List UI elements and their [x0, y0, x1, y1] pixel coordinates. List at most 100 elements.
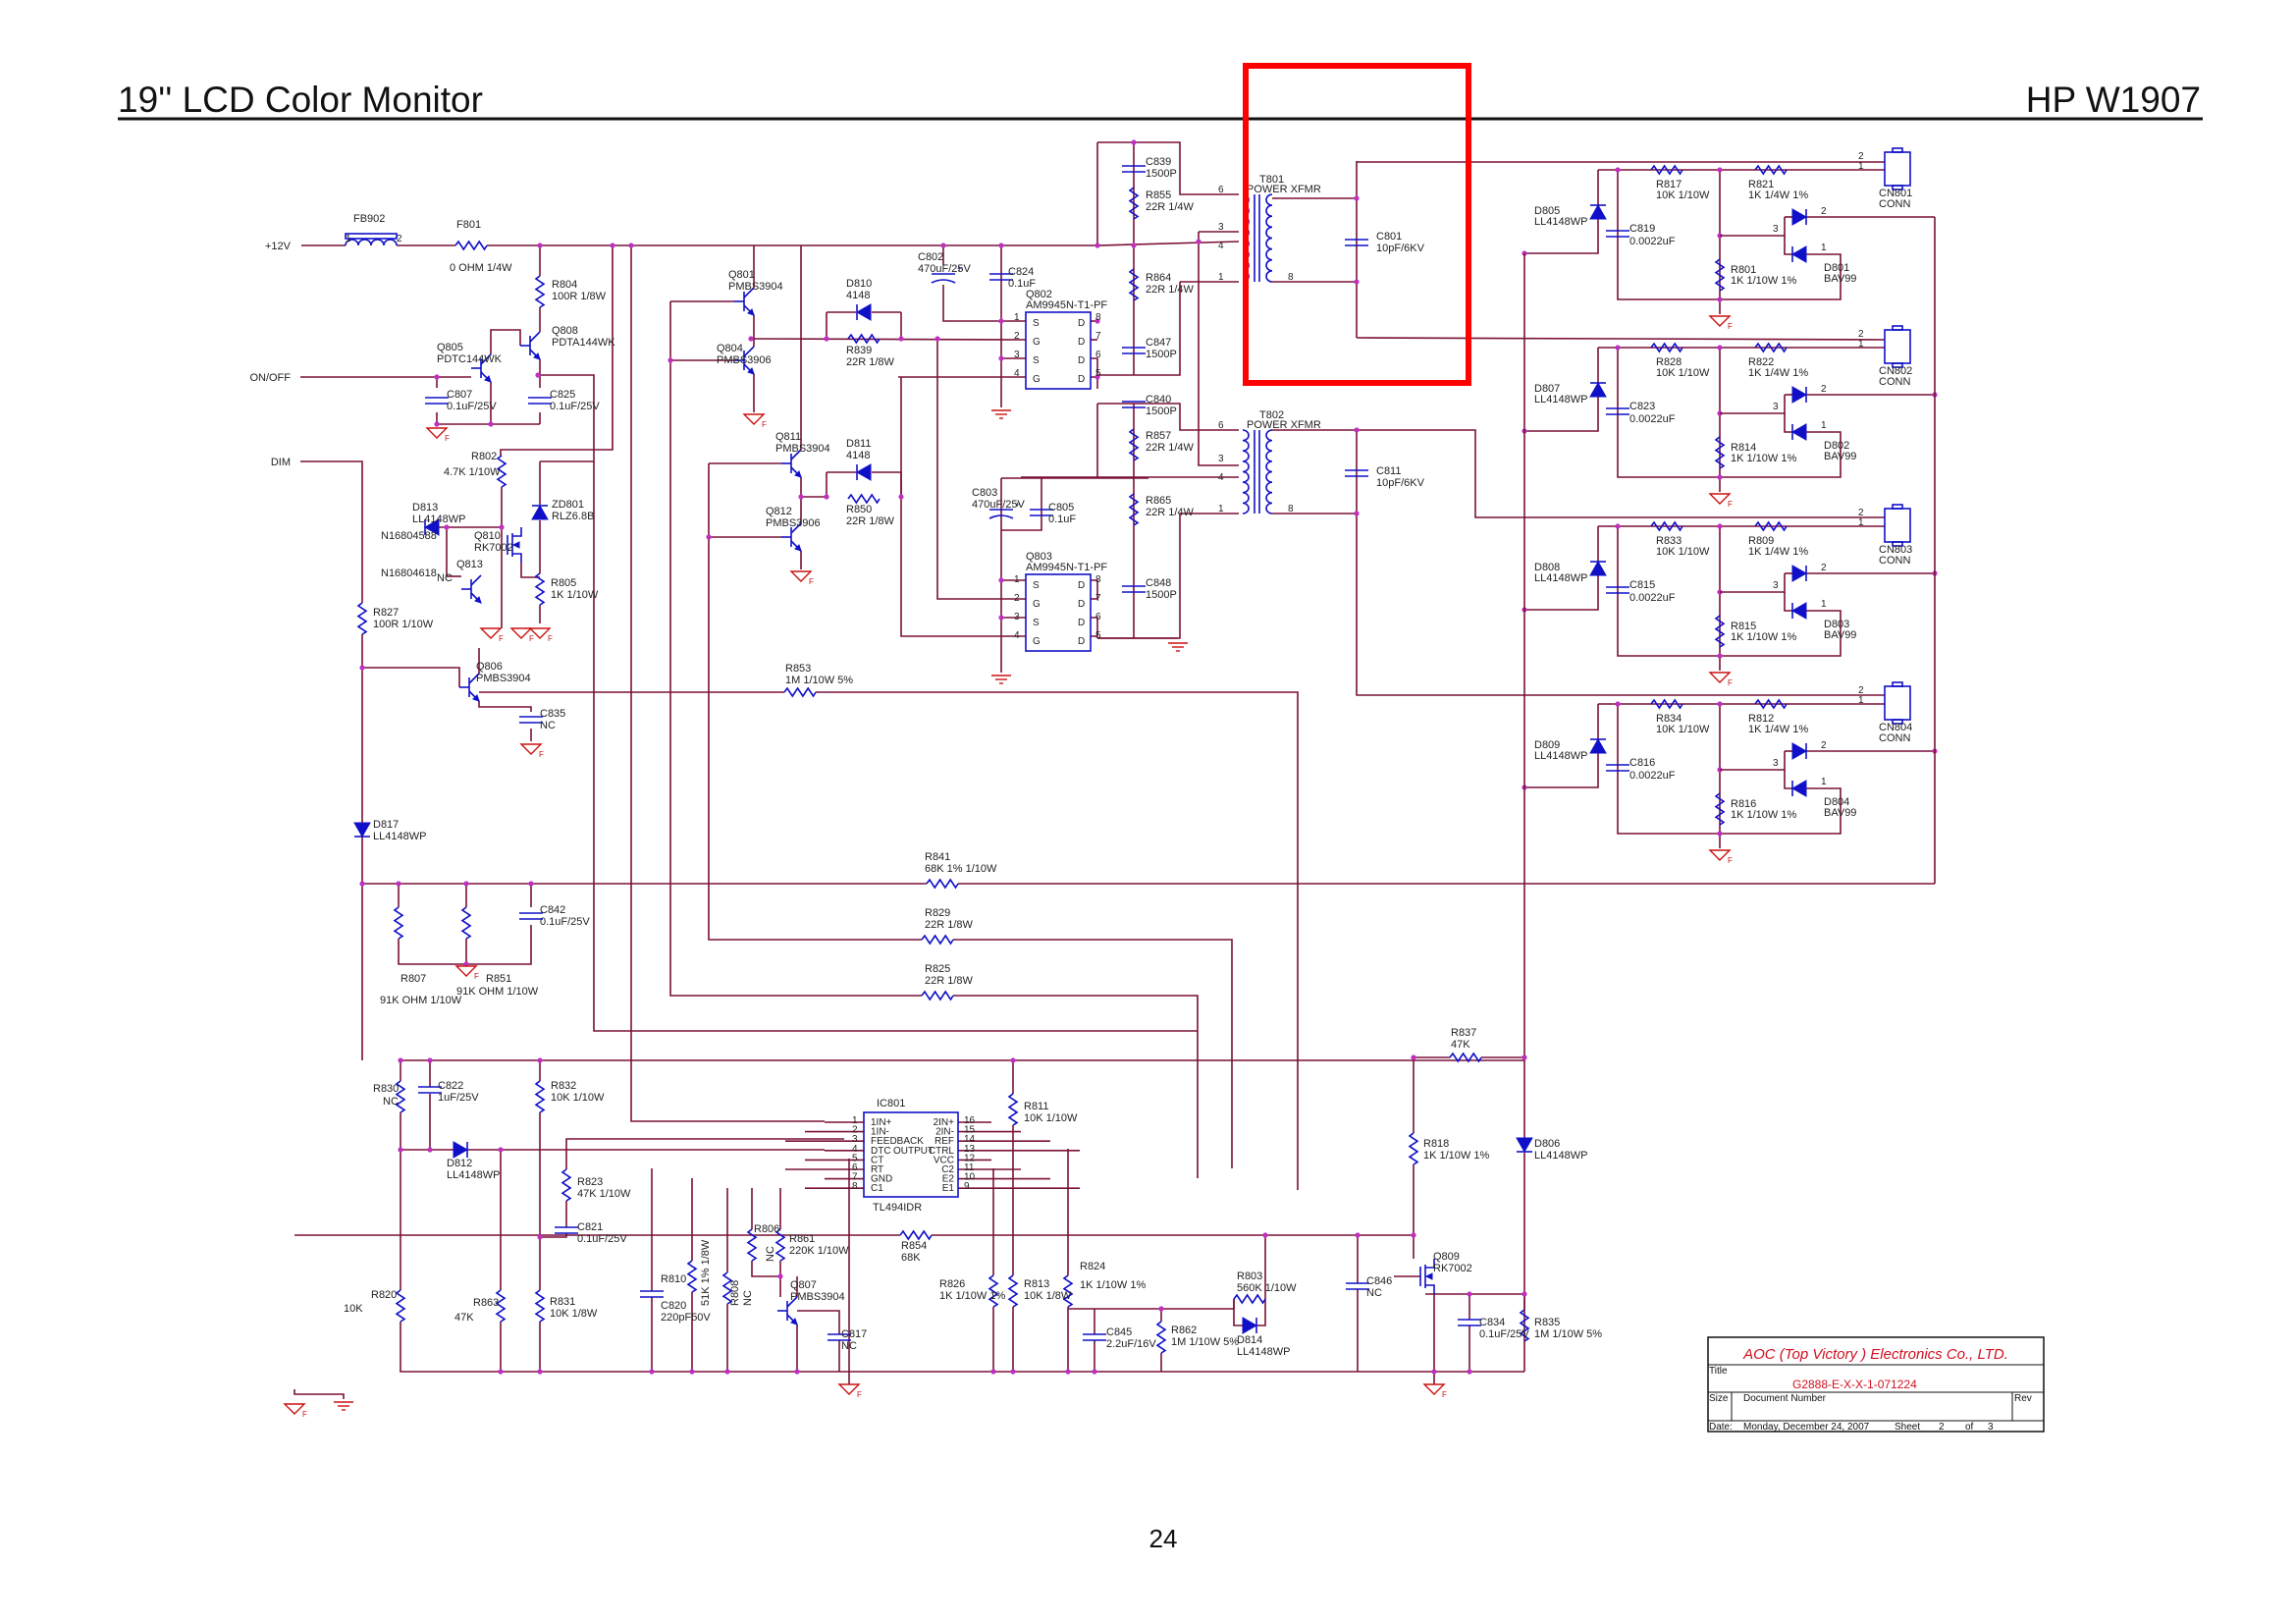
- pin-number: 8: [1288, 272, 1294, 283]
- pin-number: 3: [1773, 580, 1779, 591]
- pin-number: 1: [1014, 312, 1020, 323]
- pin-name: G: [1033, 599, 1041, 610]
- component-value: 1M 1/10W 5%: [785, 675, 853, 686]
- component-ref: R839: [846, 345, 872, 356]
- component-ref: IC801: [877, 1098, 905, 1109]
- pin-number: 4: [1014, 368, 1020, 379]
- capacitor-symbol: [1345, 239, 1368, 246]
- wire: [797, 1310, 840, 1334]
- wire: [953, 995, 1199, 1178]
- resistor-symbol: [988, 1274, 999, 1308]
- capacitor-symbol: [1122, 585, 1146, 593]
- component-value: 91K OHM 1/10W: [456, 986, 539, 998]
- ground-icon: F: [425, 427, 450, 443]
- capacitor-symbol: [1122, 347, 1146, 354]
- wire: [1091, 617, 1098, 637]
- resistor-symbol: [393, 906, 404, 940]
- ground-triangle: [509, 627, 533, 639]
- diode-ref: D801: [1824, 262, 1849, 274]
- component-value: 10pF/6KV: [1376, 243, 1425, 254]
- npn-transistor-symbol: [777, 1296, 798, 1325]
- pin-name: E2: [942, 1174, 955, 1185]
- diode-triangle: [353, 822, 371, 838]
- document-title: G2888-E-X-X-1-071224: [1792, 1378, 1917, 1391]
- wire: [1784, 770, 1792, 789]
- pin-name: S: [1033, 355, 1040, 366]
- pin-number: 3: [1218, 454, 1224, 464]
- junction-dot: [667, 357, 673, 363]
- component-ref: R827: [373, 607, 399, 619]
- component-value: PMBS3906: [717, 354, 772, 366]
- resistor-value: 10K 1/10W: [1656, 189, 1710, 201]
- mosfet-drain: [512, 527, 522, 537]
- component-ref: R835: [1534, 1317, 1560, 1328]
- component-ref: R826: [939, 1278, 965, 1290]
- component-ref: R803: [1237, 1271, 1262, 1282]
- resistor-value: 1K 1/4W 1%: [1748, 367, 1808, 379]
- component-ref: R829: [925, 907, 950, 919]
- resistor-symbol: [1754, 342, 1788, 353]
- capacitor-symbol: [1346, 1282, 1369, 1290]
- junction-dot: [998, 615, 1004, 621]
- resistor-symbol: [1650, 164, 1683, 176]
- capacitor-plate: [988, 514, 1014, 519]
- pin-number: 3: [1218, 222, 1224, 233]
- date-label: Date:: [1709, 1422, 1733, 1433]
- ground-triangle: [519, 743, 543, 755]
- junction-dot: [1010, 1369, 1016, 1375]
- component-value: 10pF/6KV: [1376, 477, 1425, 489]
- junction-dot: [1354, 511, 1360, 516]
- connector-ref: CN802: [1879, 365, 1912, 377]
- junction-dot: [1095, 318, 1100, 324]
- junction-dot: [706, 534, 712, 540]
- diode-triangle: [1791, 565, 1808, 582]
- connector-tab: [1892, 504, 1903, 510]
- resistor-symbol: [847, 493, 881, 505]
- diode-value: BAV99: [1824, 807, 1856, 819]
- pin-number: 11: [964, 1162, 975, 1173]
- pin-number: 7: [1095, 593, 1101, 604]
- transistor-collector: [470, 574, 482, 586]
- component-ref: R861: [789, 1233, 815, 1245]
- inductor-core: [345, 233, 398, 240]
- component-value: RK7002: [474, 542, 513, 554]
- component-value: 22R 1/8W: [846, 515, 895, 527]
- wire: [1001, 478, 1042, 531]
- component-ref: R832: [551, 1080, 576, 1092]
- document-number-label: Document Number: [1743, 1393, 1827, 1404]
- component-value: 1500P: [1146, 406, 1177, 417]
- connector-ref: CN803: [1879, 544, 1912, 556]
- component-ref: Q801: [728, 269, 755, 281]
- ground-tag: F: [474, 972, 479, 981]
- resistor-value: 1K 1/4W 1%: [1748, 546, 1808, 558]
- resistor-ref: R821: [1748, 179, 1774, 190]
- diode-triangle: [1589, 737, 1607, 754]
- diode-symbol: [1791, 208, 1808, 226]
- transistor-arrow: [533, 352, 541, 360]
- ic801-package: [863, 1111, 959, 1198]
- ground-triangle: [454, 965, 478, 977]
- pnp-transistor-symbol: [734, 346, 755, 375]
- wire: [300, 460, 363, 603]
- capacitor-symbol: [989, 273, 1013, 281]
- wire: [294, 1389, 345, 1399]
- pin-number: 2: [1858, 151, 1864, 162]
- junction-dot: [1411, 1232, 1416, 1238]
- net-on-off: ON/OFF: [249, 372, 291, 384]
- pin-number: 7: [1095, 331, 1101, 342]
- component-ref: R818: [1423, 1138, 1449, 1150]
- diode-triangle: [1790, 780, 1807, 797]
- pin-number: 6: [1095, 350, 1101, 360]
- transistor-collector: [790, 449, 802, 460]
- pin-name: 2IN+: [934, 1117, 955, 1128]
- ground-tag: F: [529, 634, 534, 643]
- pin-number: 3: [852, 1134, 858, 1145]
- wire: [816, 691, 1299, 1190]
- capacitor-symbol: +: [931, 264, 962, 284]
- diode-symbol: [1790, 245, 1807, 263]
- component-ref: Q812: [766, 506, 792, 517]
- resistor-symbol: [1650, 698, 1683, 710]
- resistor-ref: R822: [1748, 356, 1774, 368]
